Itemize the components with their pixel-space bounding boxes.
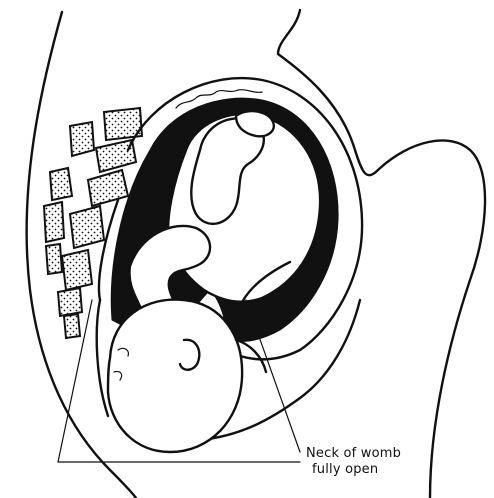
annotation-line-2: fully open [306, 462, 456, 478]
annotation-line-1: Neck of womb [306, 446, 456, 462]
baby-head [108, 300, 242, 452]
cervix-annotation: Neck of womb fully open [306, 446, 456, 478]
cervix-back [97, 300, 108, 416]
